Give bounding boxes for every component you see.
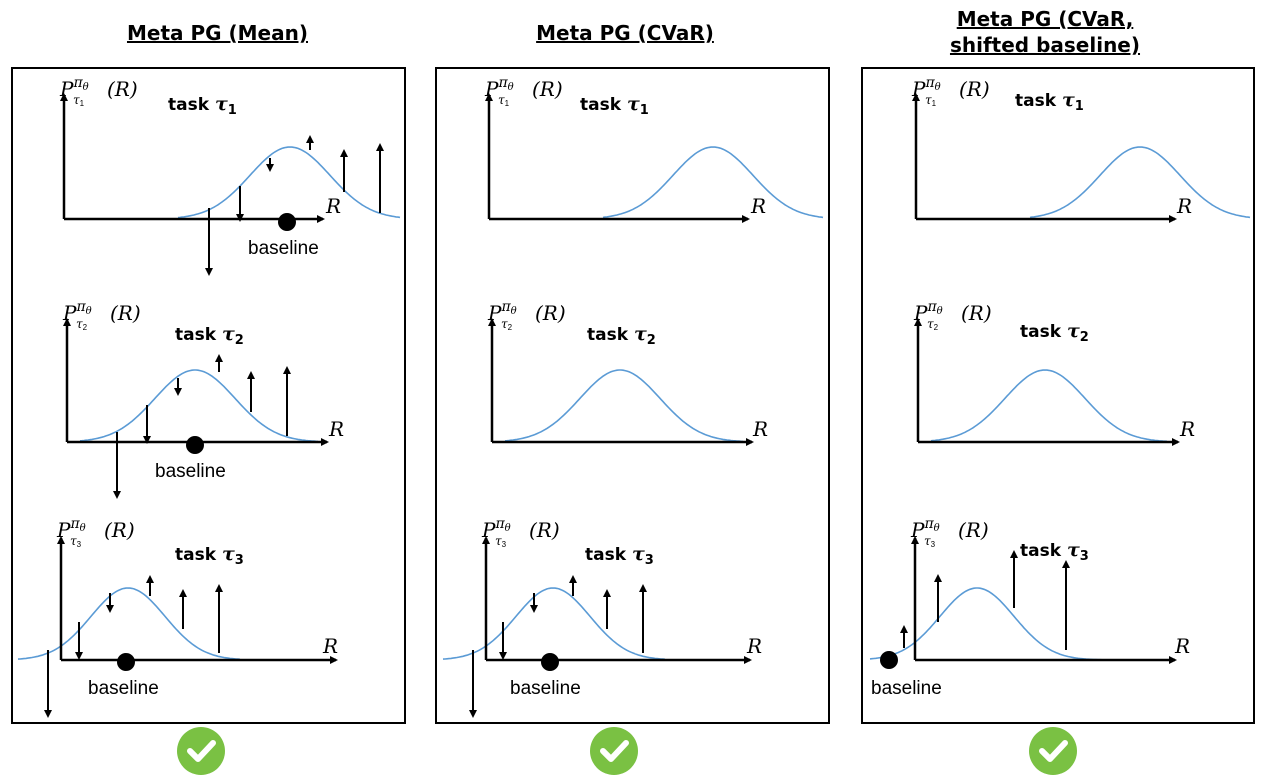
y-axis-label-arg: (R) (529, 518, 560, 542)
y-axis-label-subscript: τ2 (927, 317, 939, 332)
y-axis-label-arg: (R) (107, 77, 138, 101)
task-label: task τ3 (175, 543, 244, 568)
task-label: task τ2 (175, 323, 244, 348)
distribution-curve (602, 146, 824, 219)
distribution-curve (79, 369, 319, 443)
baseline-label: baseline (510, 678, 581, 699)
panel-cvar-shifted (861, 67, 1255, 724)
task-label: task τ1 (168, 93, 237, 118)
task-label: task τ1 (580, 93, 649, 118)
y-axis-label: Pπθ (487, 299, 517, 325)
check-icon-mark (187, 740, 216, 762)
baseline-label: baseline (155, 461, 226, 482)
baseline-dot (541, 653, 559, 671)
y-axis-label: Pπθ (911, 75, 941, 101)
y-axis-label-subscript: τ3 (495, 534, 507, 549)
baseline-dot (880, 651, 898, 669)
y-axis-label-subscript: τ2 (501, 317, 513, 332)
check-icon-circle (1029, 727, 1077, 775)
y-axis-label: Pπθ (59, 75, 89, 101)
x-axis-label: R (1179, 417, 1195, 441)
y-axis-label-arg: (R) (532, 77, 563, 101)
baseline-dot (278, 213, 296, 231)
column-title-mean: Meta PG (Mean) (126, 21, 308, 45)
baseline-label: baseline (871, 678, 942, 699)
panel-cvar (435, 67, 830, 724)
check-icon-circle (590, 727, 638, 775)
check-icon-circle (177, 727, 225, 775)
check-icon (1029, 727, 1077, 775)
distribution-curve (442, 587, 666, 661)
y-axis-label-arg: (R) (961, 301, 992, 325)
task-label: task τ2 (1020, 320, 1089, 345)
y-axis-label-subscript: τ3 (924, 534, 936, 549)
task-label: task τ3 (1020, 539, 1089, 564)
check-icon (590, 727, 638, 775)
y-axis-label-subscript: τ3 (70, 534, 82, 549)
y-axis-label-arg: (R) (104, 518, 135, 542)
x-axis-label: R (328, 417, 344, 441)
distribution-curve (869, 587, 1118, 661)
distribution-curve (17, 587, 241, 661)
baseline-dot (186, 436, 204, 454)
x-axis-label: R (746, 634, 762, 658)
y-axis-label: Pπθ (910, 516, 940, 542)
y-axis-label: Pπθ (481, 516, 511, 542)
baseline-dot (117, 653, 135, 671)
y-axis-label-subscript: τ2 (76, 317, 88, 332)
x-axis-label: R (752, 417, 768, 441)
y-axis-label: Pπθ (56, 516, 86, 542)
distribution-curve (504, 369, 744, 443)
y-axis-label: Pπθ (913, 299, 943, 325)
y-axis-label-arg: (R) (535, 301, 566, 325)
y-axis-label-arg: (R) (959, 77, 990, 101)
task-label: task τ3 (585, 543, 654, 568)
check-icon (177, 727, 225, 775)
panel-mean (11, 67, 406, 724)
x-axis-label: R (1176, 194, 1192, 218)
y-axis-label: Pπθ (484, 75, 514, 101)
task-label: task τ1 (1015, 89, 1084, 114)
task-label: task τ2 (587, 323, 656, 348)
baseline-label: baseline (88, 678, 159, 699)
column-title-cvar-shifted: Meta PG (CVaR, shifted baseline) (949, 7, 1141, 57)
distribution-curve (1029, 146, 1251, 219)
distribution-curve (930, 369, 1168, 443)
baseline-label: baseline (248, 238, 319, 259)
column-title-cvar: Meta PG (CVaR) (536, 21, 714, 45)
x-axis-label: R (750, 194, 766, 218)
y-axis-label-subscript: τ1 (73, 93, 85, 108)
x-axis-label: R (325, 194, 341, 218)
x-axis-label: R (1174, 634, 1190, 658)
y-axis-label-subscript: τ1 (925, 93, 937, 108)
y-axis-label-subscript: τ1 (498, 93, 510, 108)
y-axis-label-arg: (R) (110, 301, 141, 325)
check-icon-mark (600, 740, 629, 762)
check-icon-mark (1039, 740, 1068, 762)
x-axis-label: R (322, 634, 338, 658)
y-axis-label-arg: (R) (958, 518, 989, 542)
y-axis-label: Pπθ (62, 299, 92, 325)
distribution-curve (177, 146, 401, 219)
